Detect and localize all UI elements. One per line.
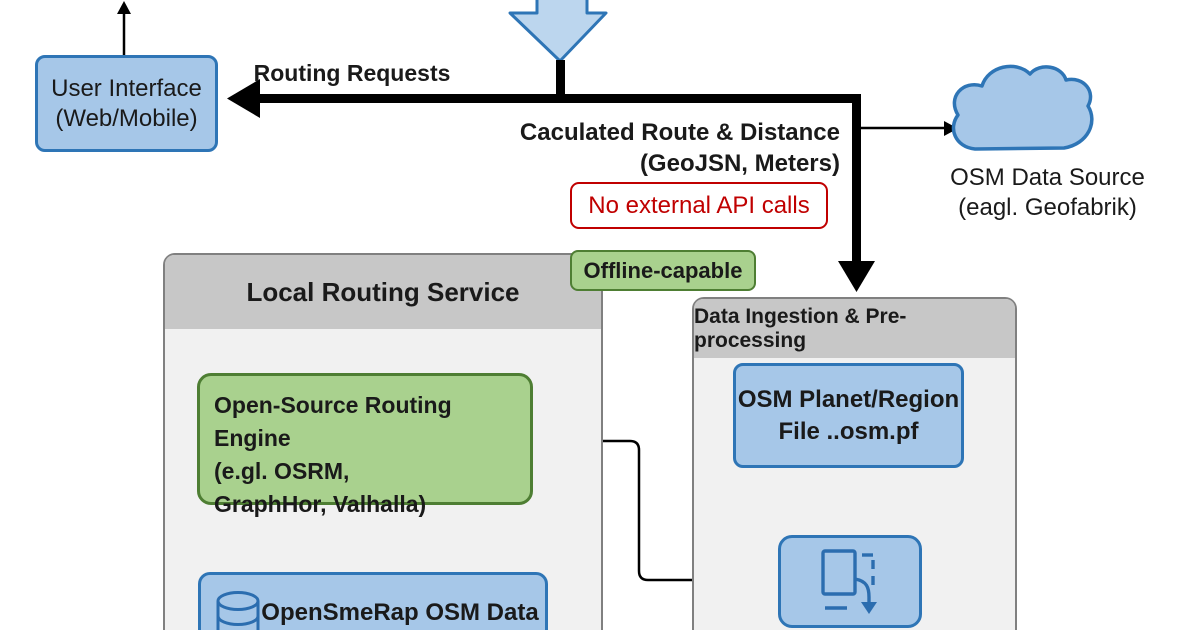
osm-data-source-line2: (eagl. Geofabrik) xyxy=(958,194,1137,221)
offline-capable-badge: Offline-capable xyxy=(570,250,756,291)
routing-requests-label: Routing Requests xyxy=(253,60,451,86)
osm-data-source-line1: OSM Data Source xyxy=(950,164,1145,191)
cloud-icon xyxy=(951,64,1094,151)
routing-engine-line3: GraphHor, Valhalla) xyxy=(214,491,427,517)
calculated-route-line1: Caculated Route & Distance xyxy=(519,119,840,146)
arrow-to-cloud xyxy=(861,121,958,136)
local-routing-panel-title: Local Routing Service xyxy=(246,276,520,307)
calculated-route-line2: (GeoJSN, Meters) xyxy=(639,150,840,177)
data-ingestion-panel-header: Data Ingestion & Pre-processing xyxy=(694,299,1015,358)
osm-data-box-label: OpenSmeRap OSM Data xyxy=(261,599,539,626)
osm-planet-line1: OSM Planet/Region xyxy=(737,385,960,413)
thick-arrow-routing xyxy=(227,60,875,292)
routing-engine-line2: (e.gl. OSRM, xyxy=(214,458,350,484)
osm-data-box: OpenSmeRap OSM Data xyxy=(198,572,548,630)
calculated-route-label: Caculated Route & Distance (GeoJSN, Mete… xyxy=(500,117,840,179)
osm-planet-line2: File ..osm.pf xyxy=(778,417,919,445)
user-interface-label-line2: (Web/Mobile) xyxy=(55,104,198,132)
user-interface-box: User Interface (Web/Mobile) xyxy=(35,55,218,152)
data-ingestion-panel-title: Data Ingestion & Pre-processing xyxy=(694,304,907,352)
local-routing-panel-header: Local Routing Service xyxy=(165,255,601,329)
routing-engine-box: Open-Source Routing Engine (e.gl. OSRM, … xyxy=(197,373,533,517)
osm-data-source-label: OSM Data Source (eagl. Geofabrik) xyxy=(945,163,1150,223)
block-down-arrow-icon xyxy=(508,0,608,63)
arrow-up-from-ui xyxy=(117,1,131,55)
file-convert-icon xyxy=(821,548,877,614)
osm-planet-box: OSM Planet/Region File ..osm.pf xyxy=(733,363,964,468)
file-convert-box xyxy=(778,535,922,628)
database-icon xyxy=(216,591,260,630)
user-interface-label-line1: User Interface xyxy=(51,74,202,102)
no-external-api-badge: No external API calls xyxy=(570,182,828,229)
routing-engine-line1: Open-Source Routing Engine xyxy=(214,392,452,451)
